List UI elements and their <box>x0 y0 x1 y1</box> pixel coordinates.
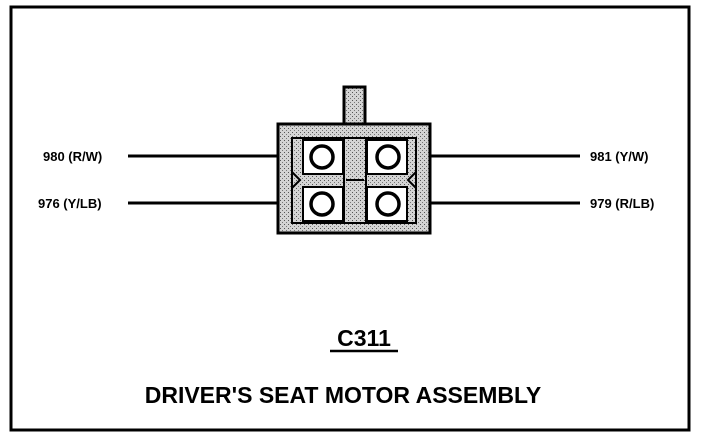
pin-label-bottom-left: 976 (Y/LB) <box>38 196 102 211</box>
latch-right <box>406 171 417 189</box>
connector-body <box>276 85 432 235</box>
terminal-pin-top-left <box>309 144 335 170</box>
connector-lock-tab <box>342 85 367 126</box>
terminal-pin-bottom-right <box>375 191 401 217</box>
pin-label-bottom-right: 979 (R/LB) <box>590 196 654 211</box>
pin-label-top-left: 980 (R/W) <box>43 149 102 164</box>
terminal-pin-bottom-left <box>309 191 335 217</box>
assembly-title: DRIVER'S SEAT MOTOR ASSEMBLY <box>145 382 542 408</box>
pin-label-top-right: 981 (Y/W) <box>590 149 649 164</box>
connector-id: C311 <box>337 325 391 351</box>
latch-left <box>291 171 302 189</box>
terminal-pin-top-right <box>375 144 401 170</box>
